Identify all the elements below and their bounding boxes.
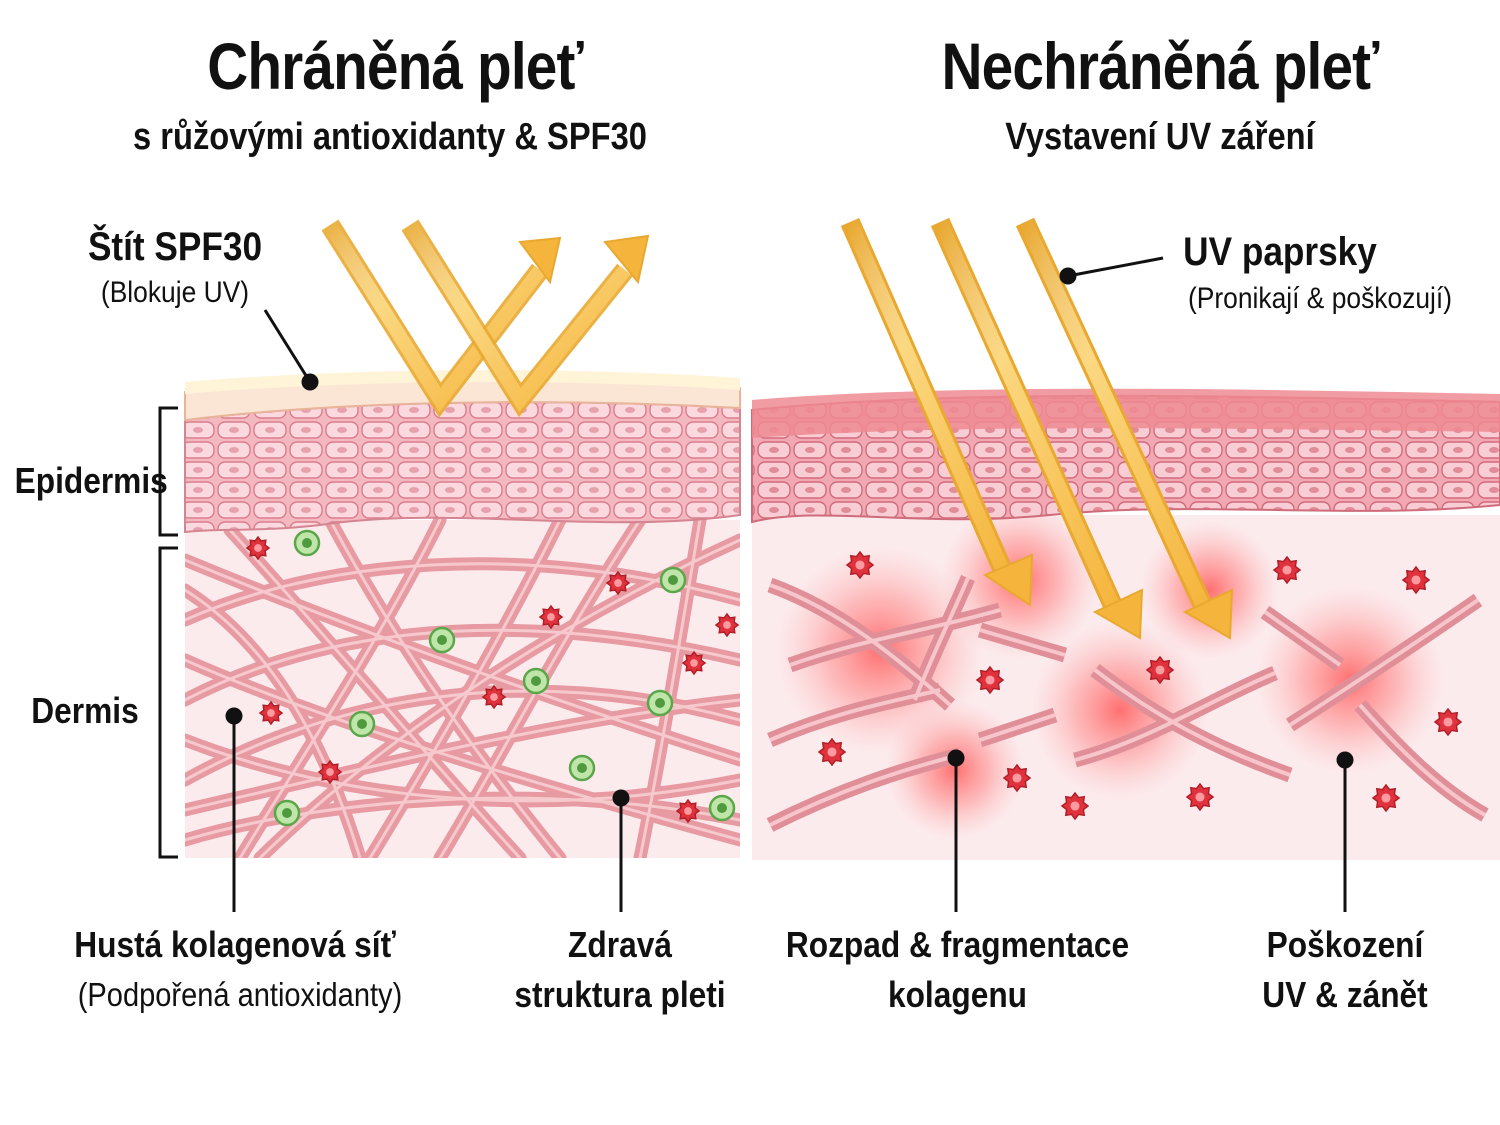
antioxidant-nucleus [302,538,312,548]
free-radical-core [326,768,334,776]
free-radical-core [490,693,498,701]
left-title: Chráněná pleť [207,29,583,103]
free-radical-core [723,621,731,629]
epidermis-bracket [158,406,178,537]
free-radical-core [690,659,698,667]
right-title: Nechráněná pleť [941,29,1379,103]
free-radical-core [1195,792,1205,802]
reflected-uv-rays [321,219,650,418]
collagen-breakdown-label-2: kolagenu [887,974,1028,1015]
collagen-network-label: Hustá kolagenová síť [74,924,396,965]
free-radical-core [1155,665,1165,675]
free-radical-core [1070,801,1080,811]
penetrating-uv-rays [840,217,1234,640]
uv-rays-label: UV paprsky [1183,230,1377,274]
healthy-structure-label-2: struktura pleti [514,974,726,1015]
dermis-label: Dermis [31,690,139,731]
collagen-network-sublabel: (Podpořená antioxidanty) [77,976,403,1013]
fragmented-collagen [766,575,1489,832]
uv-damage-label-1: Poškození [1266,924,1424,965]
free-radical-core [1411,575,1421,585]
free-radical-core [267,709,275,717]
free-radical-core [855,560,865,570]
antioxidant-nucleus [717,803,727,813]
epidermis-layer-left [184,401,741,534]
leader-lines [225,256,1354,912]
free-radical-core [1282,565,1292,575]
free-radical-core [1381,793,1391,803]
right-subtitle: Vystavení UV záření [1005,116,1315,158]
free-radical-core [1012,773,1022,783]
free-radical-core [684,807,692,815]
dermis-bracket [158,546,178,859]
antioxidant-nucleus [531,676,541,686]
shield-label: Štít SPF30 [87,225,263,269]
antioxidant-nucleus [357,719,367,729]
uv-damage-label-2: UV & zánět [1262,974,1428,1015]
antioxidant-nucleus [437,635,447,645]
reflect-arrowhead-2 [603,234,650,285]
uv-rays-sublabel: (Pronikají & poškozují) [1187,282,1453,315]
reflect-arrowhead-1 [518,236,562,285]
layer-brackets [158,406,178,859]
free-radical-core [547,613,555,621]
healthy-structure-label-1: Zdravá [568,924,672,965]
collagen-network [185,513,740,858]
free-radical-core [827,747,837,757]
collagen-breakdown-label-1: Rozpad & fragmentace [785,924,1130,965]
shield-sublabel: (Blokuje UV) [100,276,250,309]
antioxidant-nucleus [655,698,665,708]
left-skin-panel [184,370,741,858]
epidermis-label: Epidermis [14,460,168,501]
free-radical-core [985,675,995,685]
antioxidant-nucleus [668,575,678,585]
free-radical-core [614,579,622,587]
left-subtitle: s růžovými antioxidanty & SPF30 [133,116,647,158]
antioxidant-nucleus [282,808,292,818]
antioxidant-nucleus [577,763,587,773]
free-radical-core [254,544,262,552]
free-radical-core [1443,717,1453,727]
